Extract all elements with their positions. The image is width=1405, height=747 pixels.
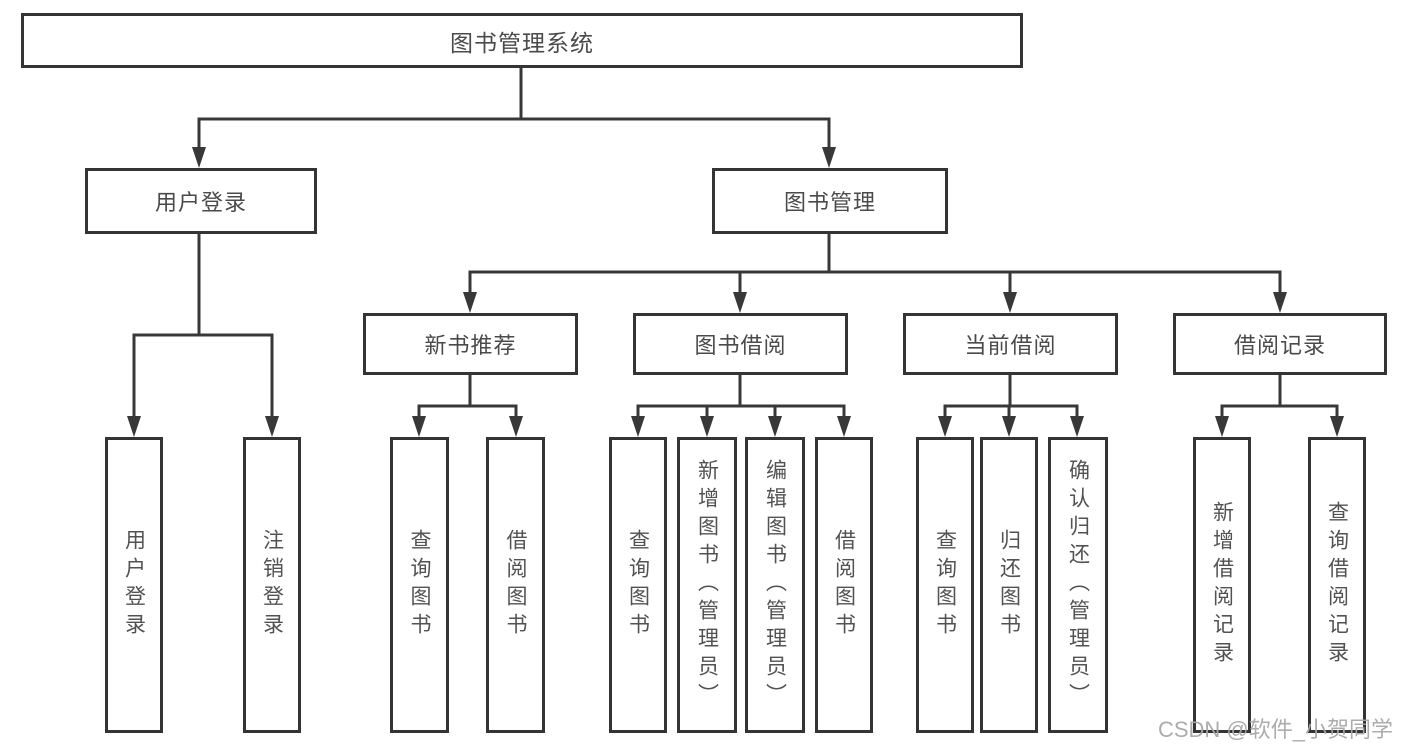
leaf-borrow-books-recommend: 借阅图书 — [486, 437, 545, 733]
node-book-borrowing-label: 图书借阅 — [694, 333, 787, 358]
leaf-edit-book-admin-label: 编辑图书（管理员） — [763, 459, 787, 711]
connector-borrowing-records — [1220, 375, 1339, 416]
node-book-management: 图书管理 — [712, 168, 948, 234]
node-borrowing-records-label: 借阅记录 — [1233, 333, 1326, 358]
leaf-query-books-current-label: 查询图书 — [933, 529, 957, 641]
leaf-borrow-books-borrowing-label: 借阅图书 — [832, 529, 856, 641]
leaf-add-book-admin-label: 新增图书（管理员） — [695, 459, 719, 711]
connector-root — [197, 68, 831, 147]
arrowheads-user-login — [127, 416, 279, 437]
leaf-query-borrow-record-label: 查询借阅记录 — [1325, 501, 1349, 669]
leaf-add-borrow-record: 新增借阅记录 — [1193, 437, 1251, 733]
leaf-query-borrow-record: 查询借阅记录 — [1308, 437, 1366, 733]
node-new-book-recommend-label: 新书推荐 — [424, 333, 517, 358]
node-book-management-label: 图书管理 — [783, 190, 876, 215]
arrowheads-book-management — [463, 292, 1287, 313]
leaf-add-borrow-record-label: 新增借阅记录 — [1210, 501, 1234, 669]
leaf-query-books-borrowing: 查询图书 — [609, 437, 667, 733]
node-user-login: 用户登录 — [85, 168, 317, 234]
leaf-confirm-return-admin: 确认归还（管理员） — [1048, 437, 1108, 733]
leaf-query-books-recommend: 查询图书 — [390, 437, 449, 733]
connector-book-management — [468, 234, 1282, 292]
connector-user-login — [132, 234, 274, 416]
leaf-query-books-recommend-label: 查询图书 — [408, 529, 431, 641]
leaf-return-books-label: 归还图书 — [997, 529, 1021, 641]
arrowheads-borrowing-records — [1215, 416, 1344, 437]
arrowheads-root — [192, 147, 836, 168]
leaf-edit-book-admin: 编辑图书（管理员） — [745, 437, 805, 733]
node-library-management-system: 图书管理系统 — [21, 13, 1023, 68]
node-user-login-label: 用户登录 — [154, 190, 247, 215]
leaf-confirm-return-admin-label: 确认归还（管理员） — [1066, 459, 1090, 711]
connector-book-borrowing — [636, 375, 846, 416]
leaf-user-login: 用户登录 — [105, 437, 163, 733]
arrowheads-book-borrowing — [631, 416, 851, 437]
leaf-query-books-current: 查询图书 — [916, 437, 974, 733]
leaf-logout: 注销登录 — [243, 437, 301, 733]
node-book-borrowing: 图书借阅 — [633, 313, 848, 375]
leaf-borrow-books-borrowing: 借阅图书 — [815, 437, 873, 733]
leaf-borrow-books-recommend-label: 借阅图书 — [504, 529, 527, 641]
leaf-add-book-admin: 新增图书（管理员） — [677, 437, 737, 733]
node-current-borrowing: 当前借阅 — [903, 313, 1118, 375]
connector-new-book-recommend — [417, 375, 518, 416]
node-current-borrowing-label: 当前借阅 — [964, 333, 1057, 358]
leaf-return-books: 归还图书 — [980, 437, 1038, 733]
node-library-management-system-label: 图书管理系统 — [450, 29, 594, 56]
node-borrowing-records: 借阅记录 — [1173, 313, 1387, 375]
arrowheads-current-borrowing — [938, 416, 1084, 437]
leaf-query-books-borrowing-label: 查询图书 — [626, 529, 650, 641]
arrowheads-new-book-recommend — [412, 416, 523, 437]
node-new-book-recommend: 新书推荐 — [363, 313, 578, 375]
leaf-logout-label: 注销登录 — [260, 529, 284, 641]
connector-current-borrowing — [943, 375, 1079, 416]
leaf-user-login-label: 用户登录 — [122, 529, 146, 641]
watermark-text: CSDN @软件_小贺同学 — [1157, 717, 1393, 742]
